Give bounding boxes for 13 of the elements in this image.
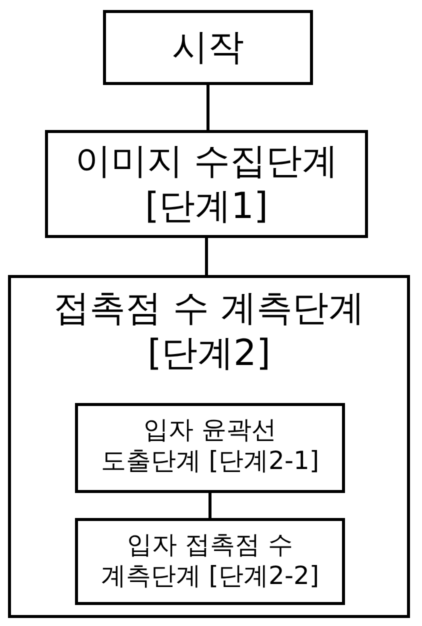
box-label: 이미지 수집단계 [단계1]: [74, 140, 340, 229]
connector-line: [205, 238, 208, 275]
process-box: [103, 10, 313, 85]
group-box: [8, 275, 410, 618]
process-box: [75, 403, 345, 493]
box-label: 접촉점 수 계측단계 [단계2]: [52, 287, 366, 376]
connector-line: [208, 493, 212, 518]
process-box: [45, 130, 368, 238]
box-label: 입자 접촉점 수 계측단계 [단계2-2]: [100, 529, 320, 592]
box-label: 시작: [171, 26, 245, 70]
box-label: 입자 윤곽선 도출단계 [단계2-1]: [100, 414, 320, 476]
connector-line: [206, 85, 210, 130]
process-box: [75, 518, 345, 605]
